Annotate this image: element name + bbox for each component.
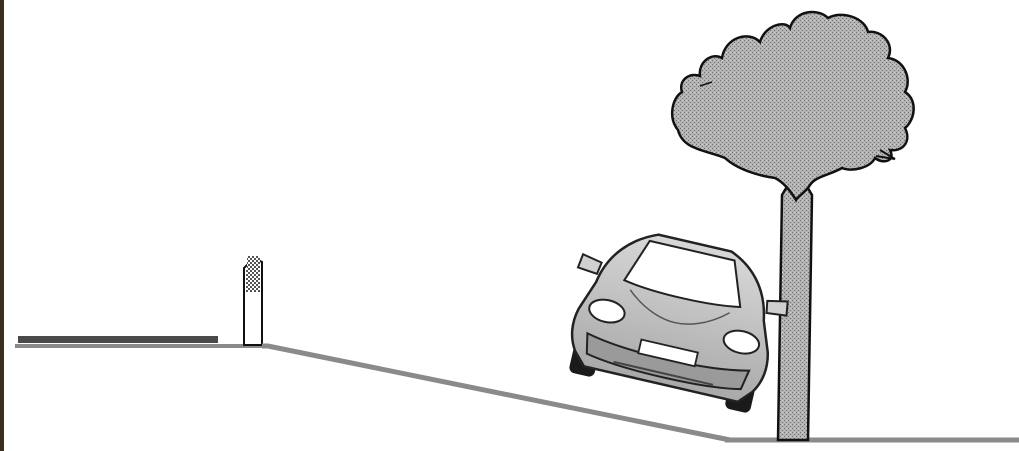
road-surface [18,336,218,343]
tree-canopy [672,12,913,200]
delineator-post [244,256,262,345]
car [555,219,798,417]
car-mirror-left [578,254,603,275]
left-edge-texture [0,0,4,451]
